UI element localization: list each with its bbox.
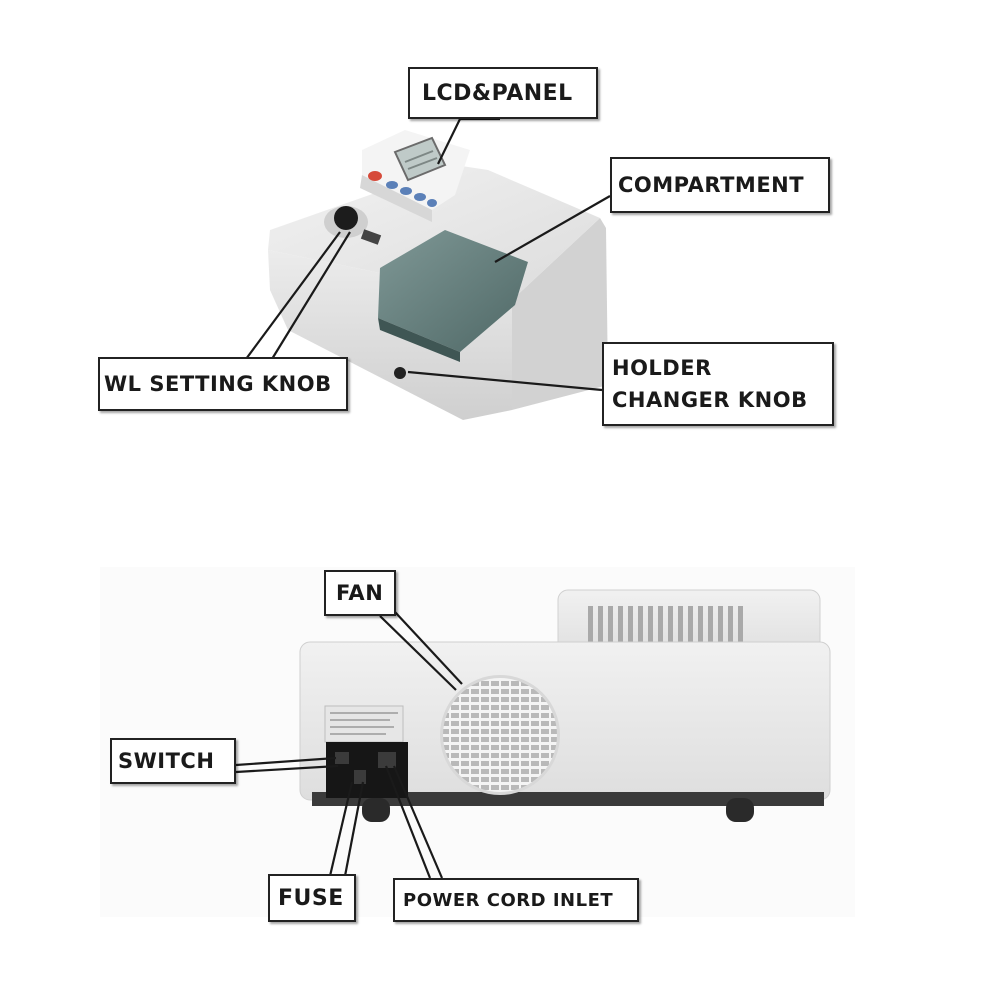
panel-button-icon: [427, 199, 437, 207]
power-button-icon: [368, 171, 382, 181]
foot-right: [726, 798, 754, 822]
top-vent-icon: [588, 606, 743, 646]
leader-lines: [235, 117, 611, 879]
label-compartment: COMPARTMENT: [610, 157, 830, 213]
label-fan-text: FAN: [336, 581, 384, 605]
body-right-side: [512, 218, 608, 410]
label-fan: FAN: [324, 570, 396, 616]
label-compartment-text: COMPARTMENT: [618, 173, 805, 197]
label-holder-line2: CHANGER KNOB: [612, 388, 808, 412]
leader-fuse-1: [328, 781, 354, 877]
panel-button-icon: [400, 187, 412, 195]
compartment-lid: [378, 230, 528, 352]
rating-label-text-lines: [330, 712, 398, 735]
leader-fan-2: [394, 611, 463, 685]
panel-button-icon: [414, 193, 426, 201]
panel-block-front: [360, 175, 432, 222]
panel-button-icon: [386, 181, 398, 189]
spectrophotometer-front-view: [268, 130, 608, 420]
fan-grille-icon: [443, 678, 557, 792]
foot-left: [362, 798, 390, 822]
label-switch: SWITCH: [110, 738, 236, 784]
label-wl-setting-knob: WL SETTING KNOB: [98, 357, 348, 411]
label-power-cord-inlet-text: POWER CORD INLET: [403, 889, 614, 911]
base-strip: [312, 792, 824, 806]
leader-lcd: [437, 117, 500, 165]
rating-label: [324, 705, 404, 743]
lcd-screen: [393, 136, 447, 182]
leader-fan-1: [379, 615, 457, 691]
leader-switch-2: [235, 764, 339, 774]
label-lcd-panel-text: LCD&PANEL: [422, 80, 573, 106]
leader-wl-2: [271, 231, 351, 360]
wl-window: [360, 229, 382, 245]
power-inlet-icon: [378, 752, 396, 768]
label-fuse: FUSE: [268, 874, 356, 922]
switch-icon: [335, 752, 349, 764]
label-wl-setting-knob-text: WL SETTING KNOB: [104, 372, 332, 396]
label-lcd-panel: LCD&PANEL: [408, 67, 598, 119]
leader-switch-1: [235, 756, 337, 767]
fuse-icon: [354, 770, 366, 784]
label-holder-line1: HOLDER: [612, 356, 712, 380]
label-power-cord-inlet: POWER CORD INLET: [393, 878, 639, 922]
holder-changer-knob-icon: [394, 367, 406, 379]
leader-compartment: [494, 195, 611, 263]
leader-power-1: [384, 765, 432, 879]
label-switch-text: SWITCH: [118, 749, 215, 773]
label-holder-changer-knob: HOLDER CHANGER KNOB: [602, 342, 834, 426]
compartment-lid-front: [378, 318, 460, 362]
leader-wl-1: [245, 231, 341, 360]
leader-power-2: [392, 765, 444, 879]
wl-setting-knob-icon: [334, 206, 358, 230]
leader-holder: [407, 370, 603, 392]
label-fuse-text: FUSE: [278, 885, 344, 911]
leader-fuse-2: [343, 781, 365, 877]
